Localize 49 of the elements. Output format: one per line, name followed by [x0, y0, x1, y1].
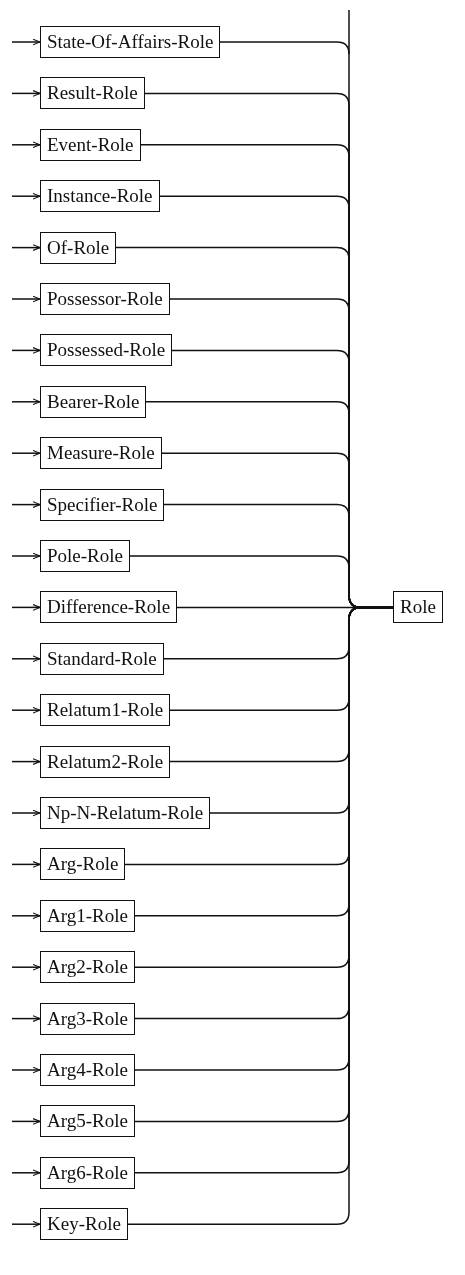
arrow — [11, 963, 41, 971]
arrow — [11, 141, 41, 149]
arrow — [11, 809, 41, 817]
arrow — [11, 1066, 41, 1074]
arrow — [11, 655, 41, 663]
arrow — [11, 90, 41, 97]
arrow — [11, 398, 41, 406]
class-box: Arg3-Role — [40, 1002, 135, 1035]
class-box: Arg6-Role — [40, 1156, 135, 1189]
class-box: Instance-Role — [40, 180, 160, 213]
class-box: Arg-Role — [40, 848, 126, 881]
class-box: Np-N-Relatum-Role — [40, 797, 211, 829]
class-box: Possessed-Role — [40, 334, 173, 367]
class-box: State-Of-Affairs-Role — [40, 26, 221, 58]
class-box: Possessor-Role — [40, 283, 170, 315]
arrow — [11, 347, 41, 354]
arrow — [11, 861, 41, 868]
arrow — [11, 501, 41, 508]
arrow — [11, 192, 41, 200]
arrow — [11, 1015, 41, 1022]
class-box: Result-Role — [40, 77, 145, 110]
class-box: Event-Role — [40, 128, 141, 161]
class-box: Pole-Role — [40, 540, 130, 572]
class-box: Specifier-Role — [40, 488, 165, 521]
class-box: Of-Role — [40, 231, 117, 264]
class-box: Measure-Role — [40, 437, 162, 470]
class-box: Arg1-Role — [40, 899, 135, 932]
arrow — [11, 1220, 41, 1228]
class-box: Relatum2-Role — [40, 745, 171, 778]
arrow — [11, 38, 41, 46]
class-box: Difference-Role — [40, 591, 178, 624]
arrow — [11, 1118, 41, 1125]
arrow — [11, 295, 41, 303]
arrow — [11, 552, 41, 560]
arrow — [11, 604, 41, 611]
class-box: Arg4-Role — [40, 1054, 135, 1086]
class-box: Arg2-Role — [40, 951, 135, 984]
class-box: Relatum1-Role — [40, 694, 171, 727]
class-box: Bearer-Role — [40, 385, 147, 418]
class-box: Role — [393, 591, 443, 624]
arrow — [11, 449, 41, 457]
arrow — [11, 244, 41, 251]
arrow — [11, 706, 41, 714]
class-box: Standard-Role — [40, 642, 164, 675]
arrow — [11, 758, 41, 765]
class-box: Key-Role — [40, 1208, 128, 1241]
class-box: Arg5-Role — [40, 1105, 135, 1138]
arrow — [11, 912, 41, 920]
arrow — [11, 1169, 41, 1177]
